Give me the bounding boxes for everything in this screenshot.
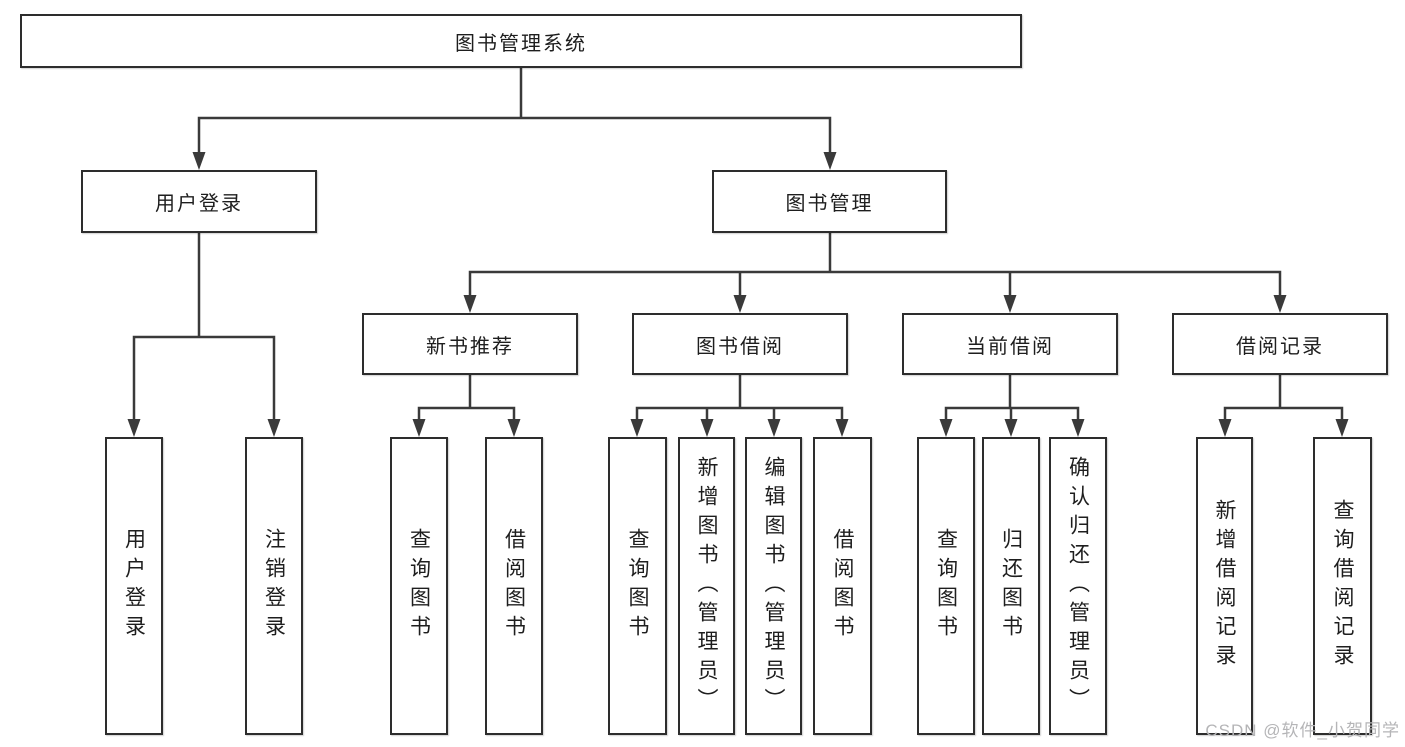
- leaf-label: 编辑图书（管理员）: [762, 455, 785, 717]
- leaf-query-borrowing-record: 查询借阅记录: [1313, 437, 1372, 735]
- leaf-label: 注销登录: [262, 528, 286, 644]
- node-label: 当前借阅: [966, 335, 1054, 358]
- leaf-query-books-recommend: 查询图书: [390, 437, 448, 735]
- leaf-label: 归还图书: [999, 528, 1023, 644]
- leaf-add-borrowing-record: 新增借阅记录: [1196, 437, 1253, 735]
- leaf-label: 新增借阅记录: [1213, 499, 1236, 673]
- leaf-label: 借阅图书: [831, 528, 854, 644]
- leaf-borrow-books-recommend: 借阅图书: [485, 437, 543, 735]
- leaf-query-books-borrow: 查询图书: [608, 437, 667, 735]
- node-label: 借阅记录: [1236, 335, 1324, 358]
- leaf-borrow-books: 借阅图书: [813, 437, 872, 735]
- leaf-label: 确认归还（管理员）: [1066, 455, 1090, 717]
- leaf-label: 查询图书: [934, 528, 958, 644]
- leaf-logout: 注销登录: [245, 437, 303, 735]
- node-label: 用户登录: [155, 193, 243, 215]
- node-label: 图书管理系统: [455, 32, 587, 55]
- node-book-management: 图书管理: [712, 170, 947, 233]
- leaf-edit-books-admin: 编辑图书（管理员）: [745, 437, 802, 735]
- leaf-label: 新增图书（管理员）: [695, 455, 718, 717]
- node-current-borrowing: 当前借阅: [902, 313, 1118, 375]
- node-label: 图书管理: [785, 193, 874, 215]
- node-book-borrowing: 图书借阅: [632, 313, 848, 375]
- node-user-login: 用户登录: [81, 170, 317, 233]
- node-new-book-recommendation: 新书推荐: [362, 313, 578, 375]
- leaf-return-books: 归还图书: [982, 437, 1040, 735]
- leaf-user-login: 用户登录: [105, 437, 163, 735]
- leaf-label: 借阅图书: [502, 528, 526, 644]
- node-borrowing-records: 借阅记录: [1172, 313, 1388, 375]
- node-label: 图书借阅: [696, 335, 784, 358]
- leaf-label: 查询图书: [407, 528, 431, 644]
- node-label: 新书推荐: [426, 335, 514, 358]
- leaf-label: 查询图书: [626, 528, 649, 644]
- leaf-label: 用户登录: [122, 528, 146, 644]
- watermark: CSDN @软件_小贺同学: [1205, 721, 1400, 740]
- leaf-label: 查询借阅记录: [1331, 499, 1354, 673]
- leaf-add-books-admin: 新增图书（管理员）: [678, 437, 735, 735]
- node-library-management-system: 图书管理系统: [20, 14, 1022, 68]
- leaf-confirm-return-admin: 确认归还（管理员）: [1049, 437, 1107, 735]
- leaf-query-books-current: 查询图书: [917, 437, 975, 735]
